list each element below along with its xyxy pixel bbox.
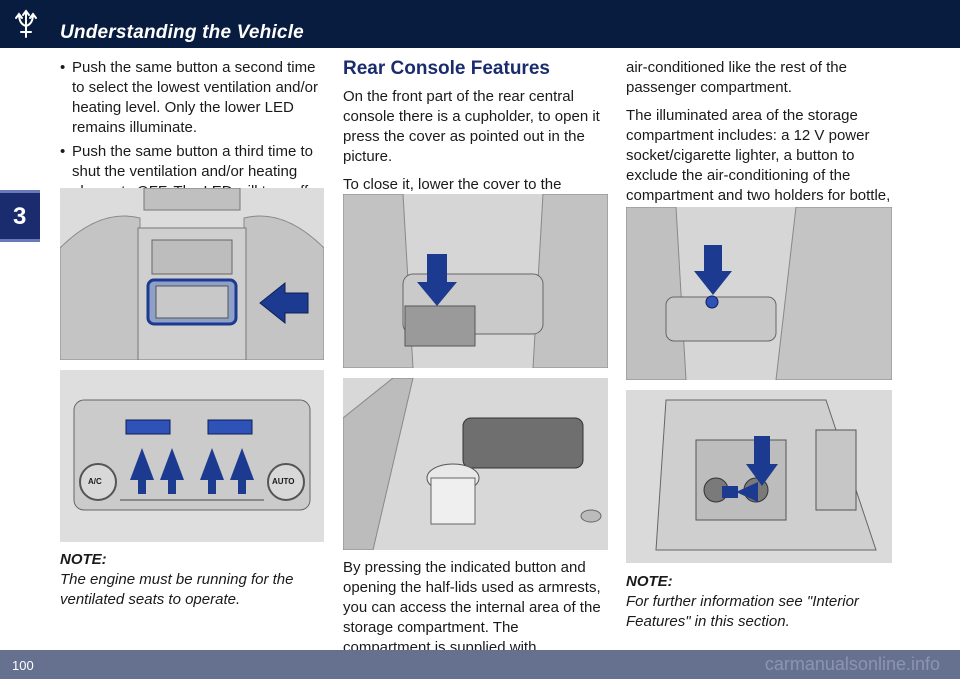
page-footer: 100 carmanualsonline.info [0, 650, 960, 679]
auto-label: AUTO [272, 477, 295, 486]
ac-label: A/C [88, 477, 102, 486]
figure-storage-compartment [626, 390, 892, 563]
figure-cupholder-closed [343, 194, 608, 368]
paragraph: On the front part of the rear central co… [343, 88, 600, 165]
chapter-tab: 3 [0, 190, 40, 242]
paragraph: By pressing the indicated button and ope… [343, 559, 601, 656]
watermark: carmanualsonline.info [764, 654, 940, 674]
trident-icon [15, 9, 37, 38]
note-label: NOTE: [626, 573, 673, 590]
page-number: 100 [12, 658, 34, 673]
column-1: Push the same button a second time to se… [60, 58, 324, 206]
note-text: The engine must be running for the venti… [60, 571, 294, 608]
bullet-item: Push the same button a second time to se… [60, 58, 324, 138]
paragraph: air-conditioned like the rest of the pas… [626, 59, 847, 96]
note-label: NOTE: [60, 551, 107, 568]
bullet-list: Push the same button a second time to se… [60, 58, 324, 202]
figure-climate-panel: A/C AUTO [60, 370, 324, 542]
figure-rear-console-top [60, 188, 324, 360]
figure-armrest-button [626, 207, 892, 380]
section-heading: Rear Console Features [343, 58, 550, 79]
page-header: Understanding the Vehicle [0, 0, 960, 48]
column-1-note: NOTE: The engine must be running for the… [60, 550, 324, 610]
column-3-note: NOTE: For further information see "Inter… [626, 572, 892, 632]
chapter-number: 3 [13, 203, 27, 230]
figure-cupholder-open [343, 378, 608, 550]
section-title: Understanding the Vehicle [60, 22, 304, 43]
note-text: For further information see "Interior Fe… [626, 593, 859, 630]
